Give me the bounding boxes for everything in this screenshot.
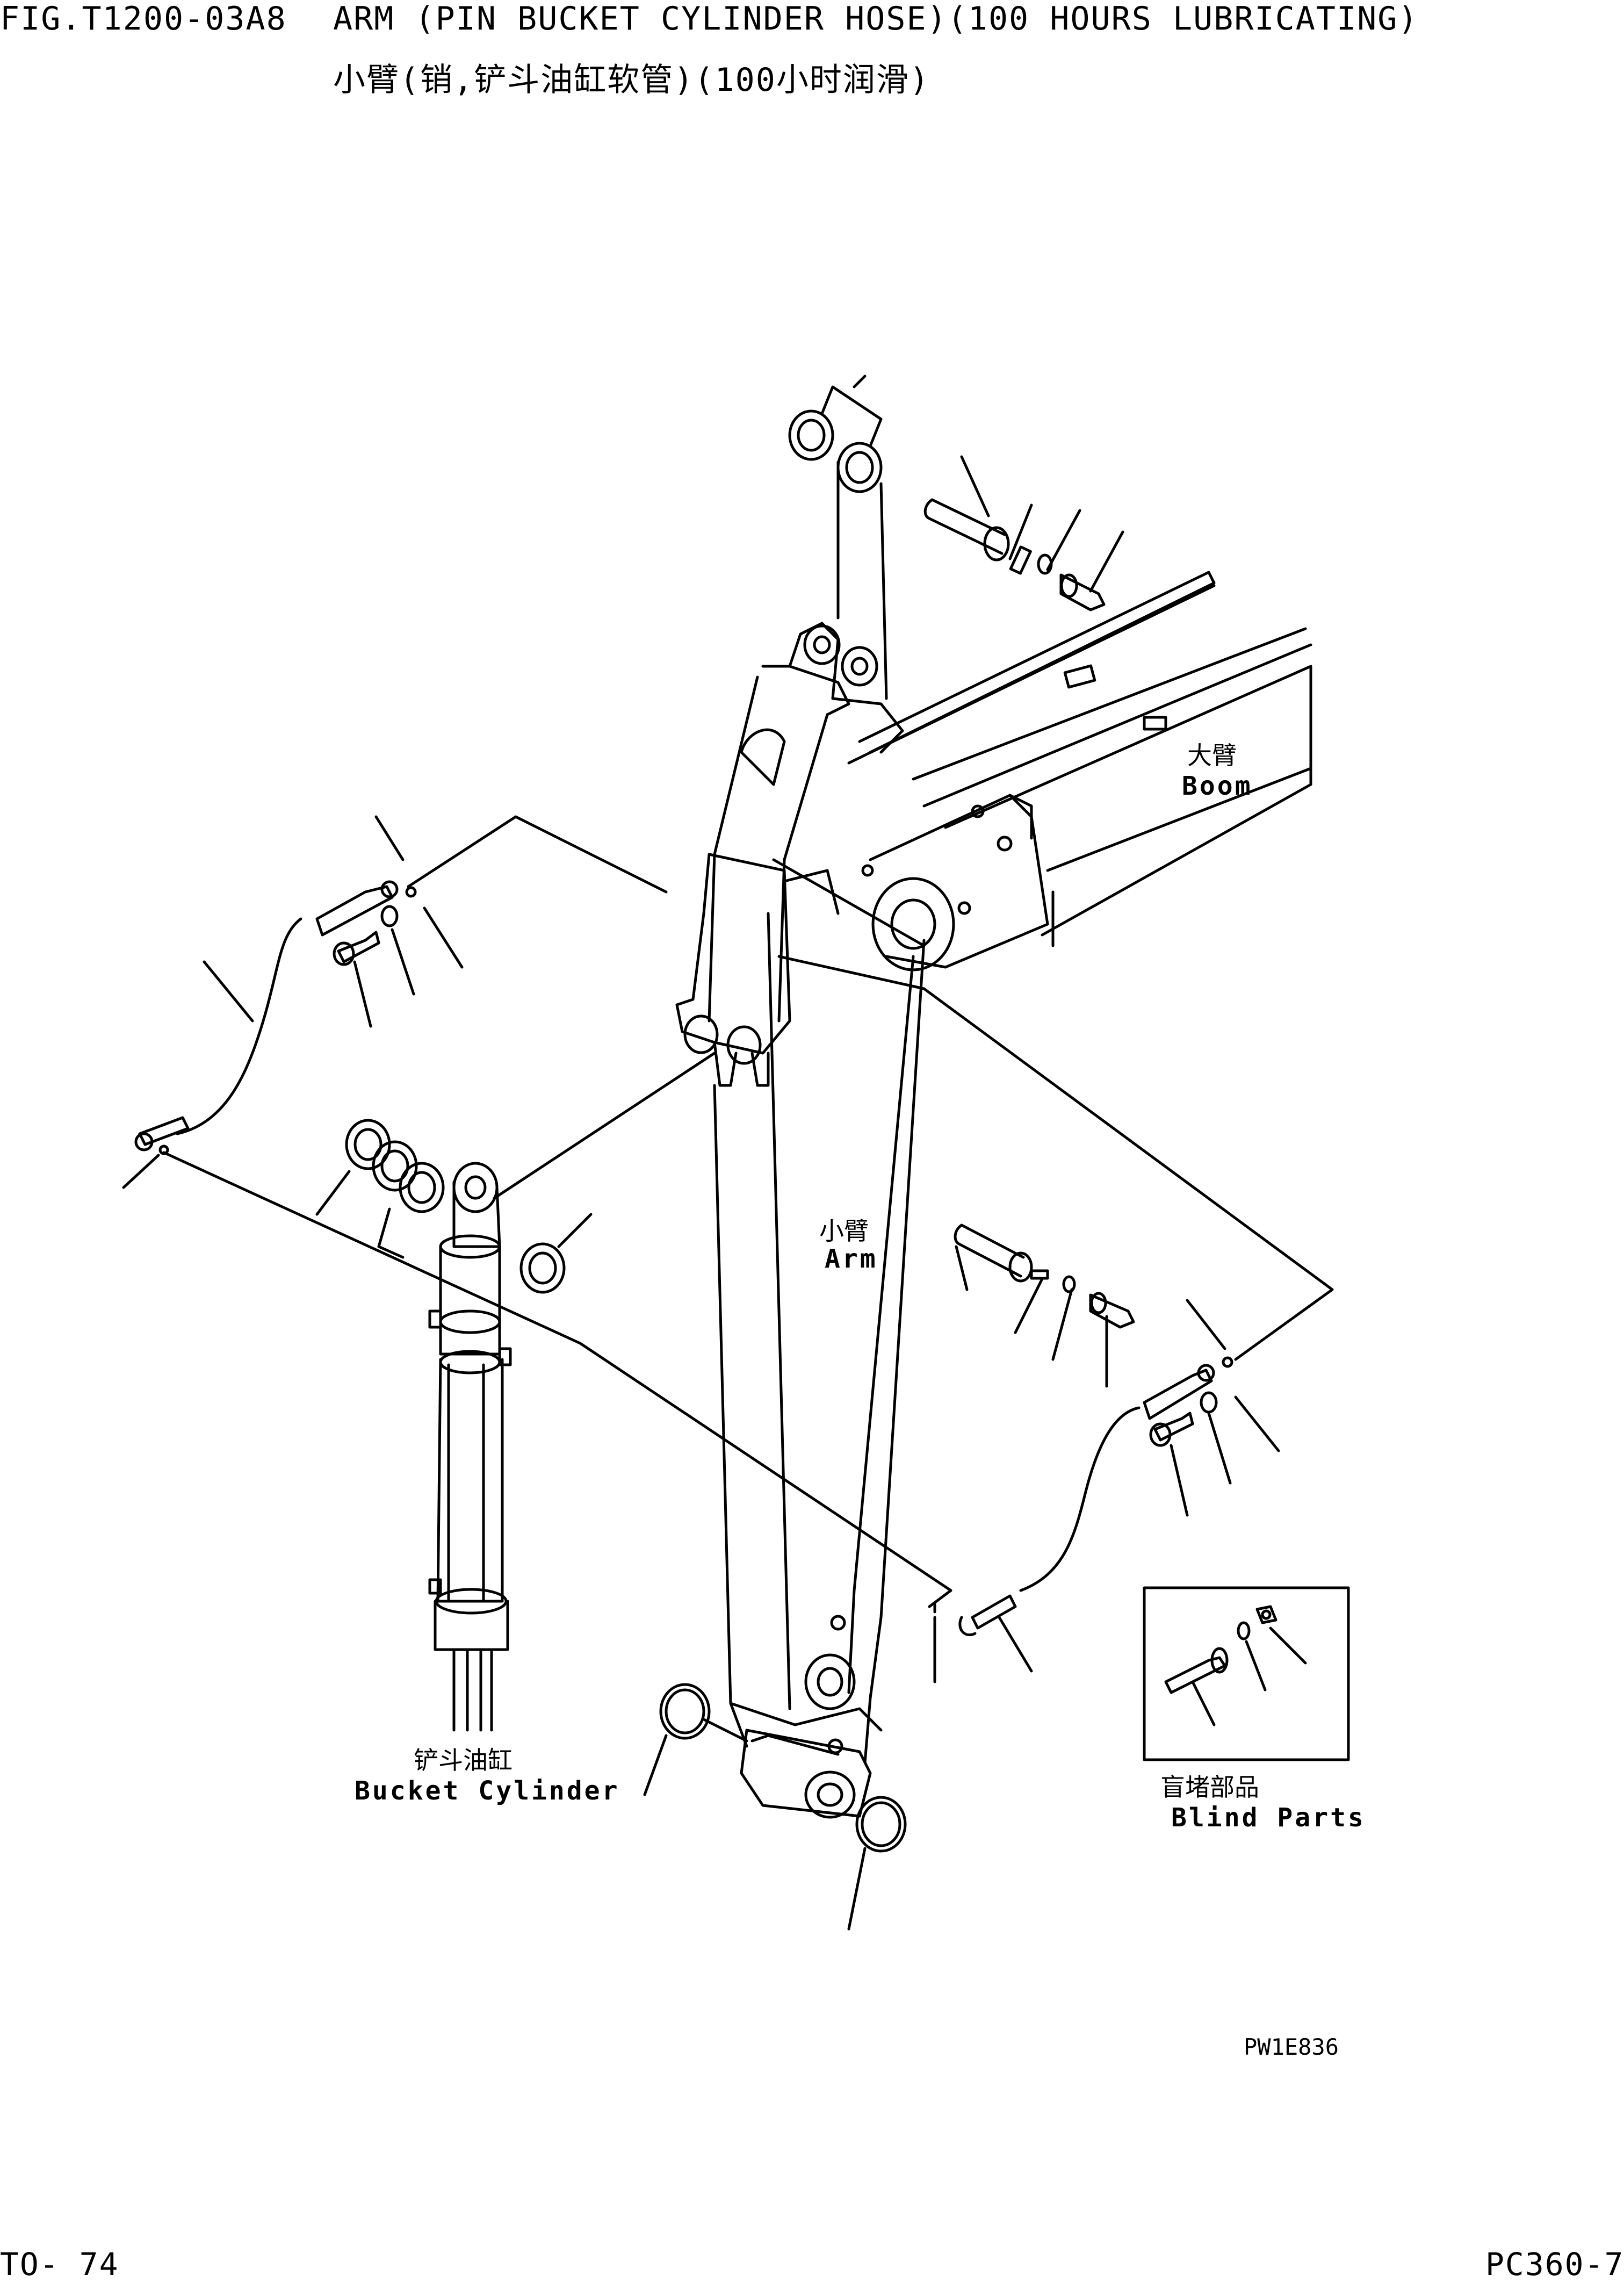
bucket-cylinder-label-cn: 铲斗油缸 [414, 1746, 513, 1775]
blind-parts-label-en: Blind Parts [1171, 1803, 1366, 1833]
figure-code: FIG.T1200-03A8 [0, 0, 287, 38]
arm-drawing [675, 622, 926, 1819]
page-number: TO- 74 [0, 2246, 119, 2283]
drawing-code: PW1E836 [1244, 2034, 1339, 2060]
arm-label-cn: 小臂 [819, 1217, 869, 1246]
cylinder-shims [315, 1052, 716, 1294]
blind-parts-label-cn: 盲堵部品 [1160, 1773, 1259, 1802]
model-number: PC360-7 [1485, 2246, 1624, 2283]
middle-pin-group [954, 1223, 1135, 1388]
bucket-cylinder-drawing [428, 1162, 512, 1732]
upper-pin-group [788, 375, 1124, 700]
left-hose-assembly [122, 815, 952, 1608]
arm-label-en: Arm [825, 1244, 878, 1274]
blind-parts-inset [1143, 1586, 1350, 1761]
right-hose-assembly [922, 987, 1334, 1683]
lower-o-rings [643, 1683, 907, 1931]
boom-label-cn: 大臂 [1187, 741, 1237, 770]
title-chinese: 小臂(销,铲斗油缸软管)(100小时润滑) [333, 61, 930, 99]
boom-drawing [847, 571, 1312, 971]
bucket-cylinder-label-en: Bucket Cylinder [355, 1776, 620, 1806]
title-english: ARM (PIN BUCKET CYLINDER HOSE)(100 HOURS… [333, 0, 1419, 38]
